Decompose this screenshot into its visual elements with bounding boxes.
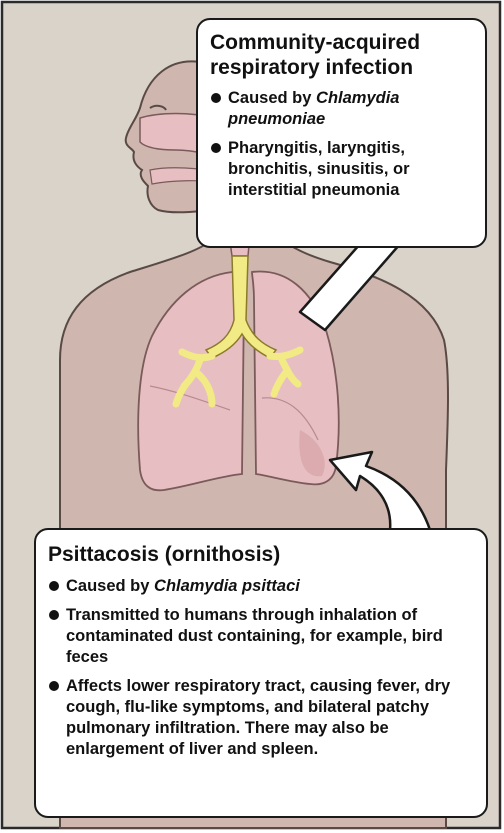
bullet-item: Pharyngitis, laryngitis, bronchitis, sin… bbox=[210, 138, 475, 201]
bullet-list: Caused by Chlamydia psittaci Transmitted… bbox=[48, 576, 476, 760]
bullet-italic-text: Chlamydia psittaci bbox=[154, 577, 300, 595]
bullet-text: Caused by bbox=[228, 89, 316, 107]
bullet-text: Pharyngitis, laryngitis, bronchitis, sin… bbox=[228, 139, 410, 199]
bullet-item: Caused by Chlamydia psittaci bbox=[48, 576, 476, 597]
bullet-item: Affects lower respiratory tract, causing… bbox=[48, 676, 476, 760]
bullet-item: Transmitted to humans through inhalation… bbox=[48, 605, 476, 668]
bullet-item: Caused by Chlamydia pneumoniae bbox=[210, 88, 475, 130]
bullet-text: Affects lower respiratory tract, causing… bbox=[66, 677, 450, 758]
callout-psittacosis: Psittacosis (ornithosis) Caused by Chlam… bbox=[34, 528, 488, 818]
callout-title: Psittacosis (ornithosis) bbox=[48, 542, 476, 567]
callout-community-acquired-infection: Community-acquired respiratory infection… bbox=[196, 18, 487, 248]
bullet-list: Caused by Chlamydia pneumoniae Pharyngit… bbox=[210, 88, 475, 201]
callout-title: Community-acquired respiratory infection bbox=[210, 30, 475, 80]
bullet-text: Caused by bbox=[66, 577, 154, 595]
bullet-text: Transmitted to humans through inhalation… bbox=[66, 606, 443, 666]
